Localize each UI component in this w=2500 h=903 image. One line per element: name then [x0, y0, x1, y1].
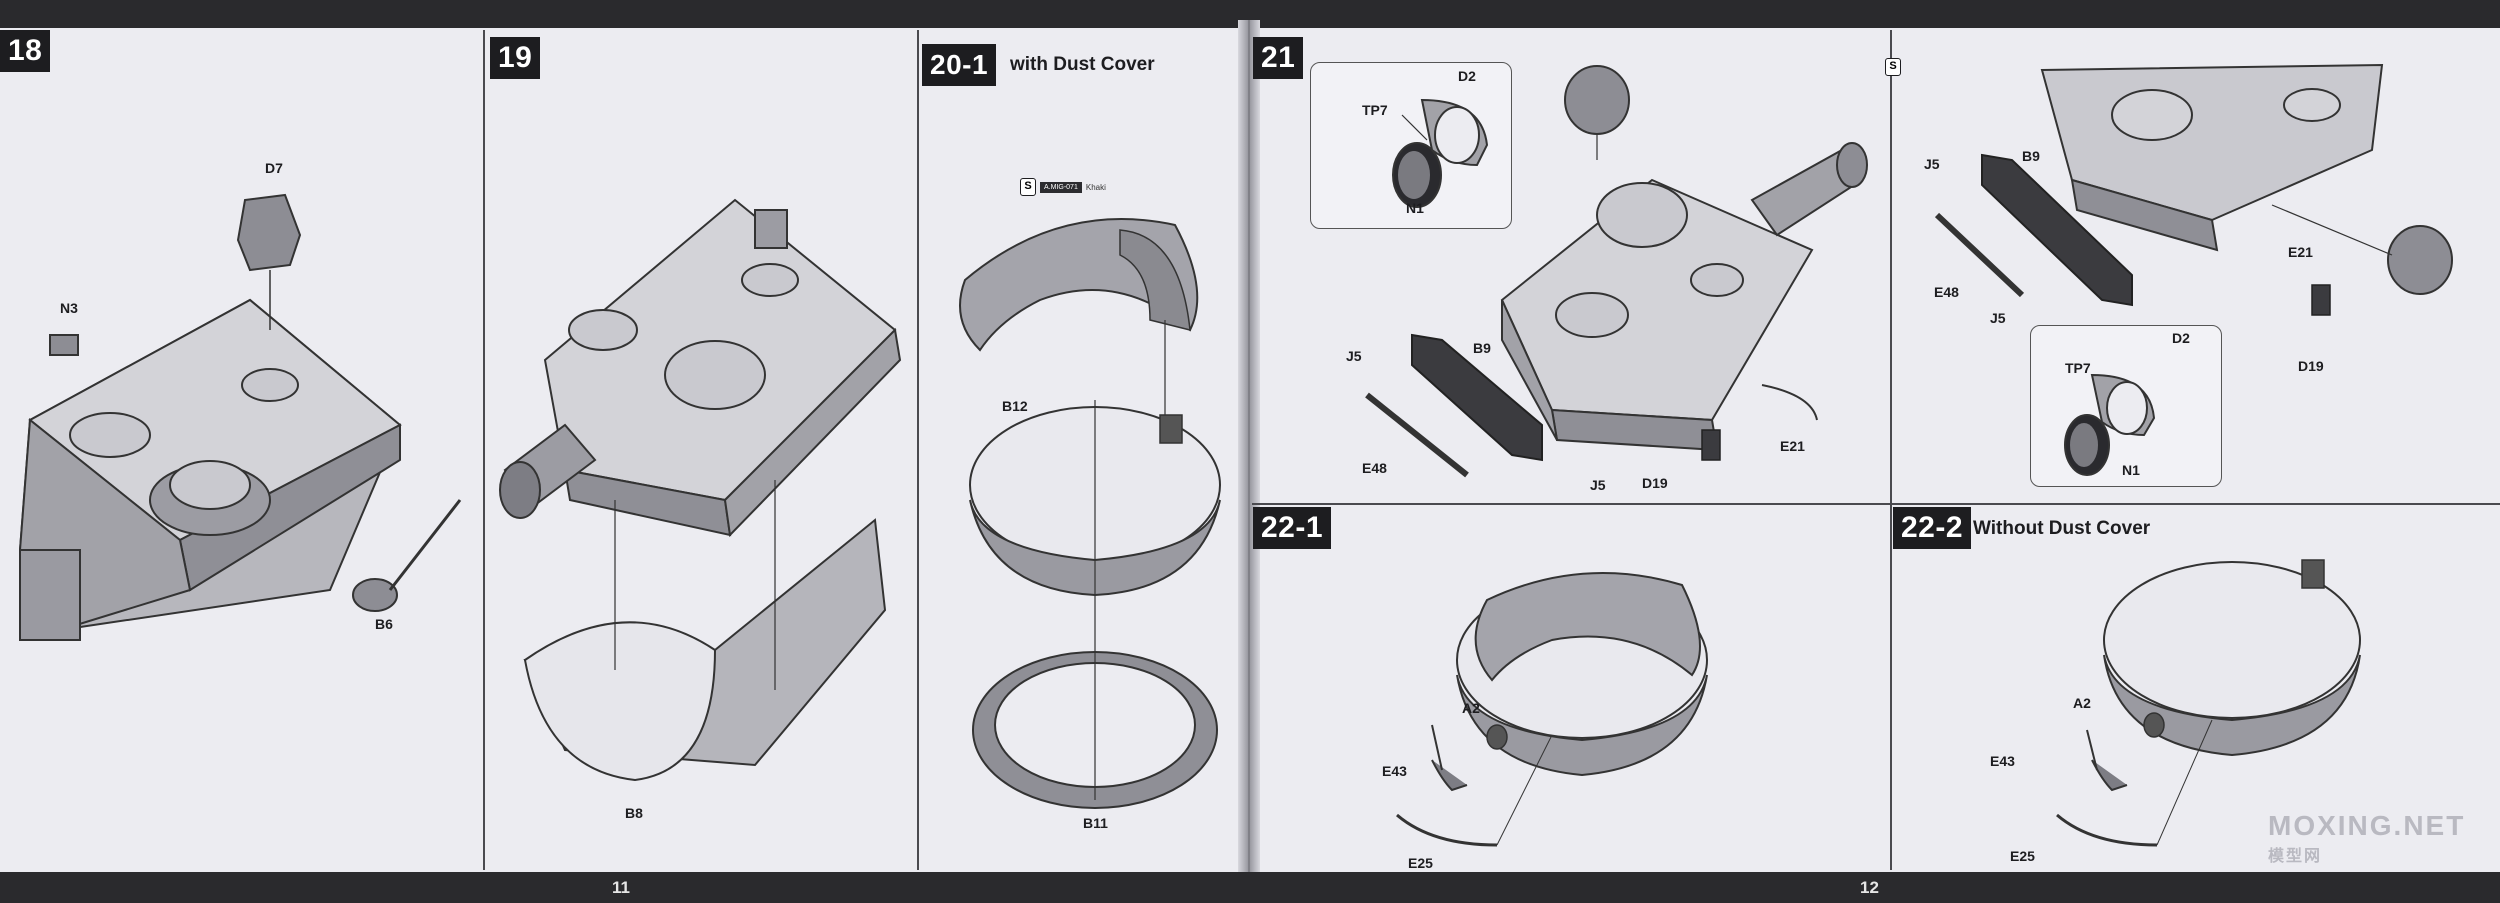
page-number-right: 12: [1860, 878, 1879, 897]
part-label-d2: D2: [1458, 68, 1476, 84]
divider-21-22: [1252, 503, 2500, 505]
step-22-2-diagram: [2056, 559, 2361, 847]
step-21-diagram: [1365, 65, 1868, 478]
step-22-1-diagram: [1396, 572, 1708, 847]
part-label-d7: D7: [265, 160, 283, 176]
step-18-number: 18: [0, 30, 51, 72]
book-spine: [1238, 20, 1260, 890]
paint-spray-icon: S: [1020, 178, 1036, 196]
step-22-2-number: 22-2: [1893, 507, 1972, 549]
step-18-diagram: [18, 193, 462, 641]
divider-19-20: [917, 30, 919, 870]
paint-spray-icon-2: S: [1885, 58, 1901, 76]
part-label-tp7-r: TP7: [2065, 360, 2091, 376]
page-number-left: 11: [612, 878, 630, 897]
part-label-n1: N1: [1406, 200, 1424, 216]
step-22-1-number: 22-1: [1253, 507, 1332, 549]
page-footer: [0, 872, 2500, 903]
part-label-b6: B6: [375, 616, 393, 632]
step-22-2-title: Without Dust Cover: [1973, 518, 2151, 539]
step-20-1-number: 20-1: [922, 44, 997, 86]
part-label-b9-r: B9: [2022, 148, 2040, 164]
part-label-tp7: TP7: [1362, 102, 1388, 118]
part-label-n1-r: N1: [2122, 462, 2140, 478]
part-label-b8: B8: [625, 805, 643, 821]
step-19-number: 19: [490, 37, 541, 79]
step-20-1-title: with Dust Cover: [1010, 54, 1155, 75]
part-label-j5-b: J5: [1590, 477, 1606, 493]
part-label-b12: B12: [1002, 398, 1028, 414]
part-label-d2-r: D2: [2172, 330, 2190, 346]
paint-code: A.MIG-071: [1040, 181, 1082, 193]
step-21b-diagram: [1934, 63, 2453, 476]
part-label-a2: A2: [1462, 700, 1480, 716]
part-label-j5-r: J5: [1924, 156, 1940, 172]
part-label-e43: E43: [1382, 763, 1407, 779]
step-20-1-diagram: [959, 218, 1221, 809]
divider-18-19: [483, 30, 485, 870]
part-label-e43-2: E43: [1990, 753, 2015, 769]
part-label-e25: E25: [1408, 855, 1433, 871]
part-label-e48: E48: [1362, 460, 1387, 476]
part-label-e21: E21: [1780, 438, 1805, 454]
watermark-sub: 模型网: [2268, 848, 2323, 865]
watermark-main: MOXING.NET: [2268, 810, 2466, 841]
part-label-j5: J5: [1346, 348, 1362, 364]
part-label-d19: D19: [1642, 475, 1668, 491]
paint-callout: S A.MIG-071 Khaki: [1020, 178, 1106, 196]
part-label-j5-r2: J5: [1990, 310, 2006, 326]
part-label-e48-r: E48: [1934, 284, 1959, 300]
part-label-n3: N3: [60, 300, 78, 316]
step-21-number: 21: [1253, 37, 1304, 79]
part-label-b9: B9: [1473, 340, 1491, 356]
divider-21-right: [1890, 30, 1892, 870]
step-19-diagram: [499, 198, 902, 782]
part-label-b11: B11: [1083, 815, 1108, 831]
part-label-a2-2: A2: [2073, 695, 2091, 711]
part-label-d19-r: D19: [2298, 358, 2324, 374]
part-label-e21-r: E21: [2288, 244, 2313, 260]
paint-name: Khaki: [1085, 182, 1106, 192]
part-label-e25-2: E25: [2010, 848, 2035, 864]
